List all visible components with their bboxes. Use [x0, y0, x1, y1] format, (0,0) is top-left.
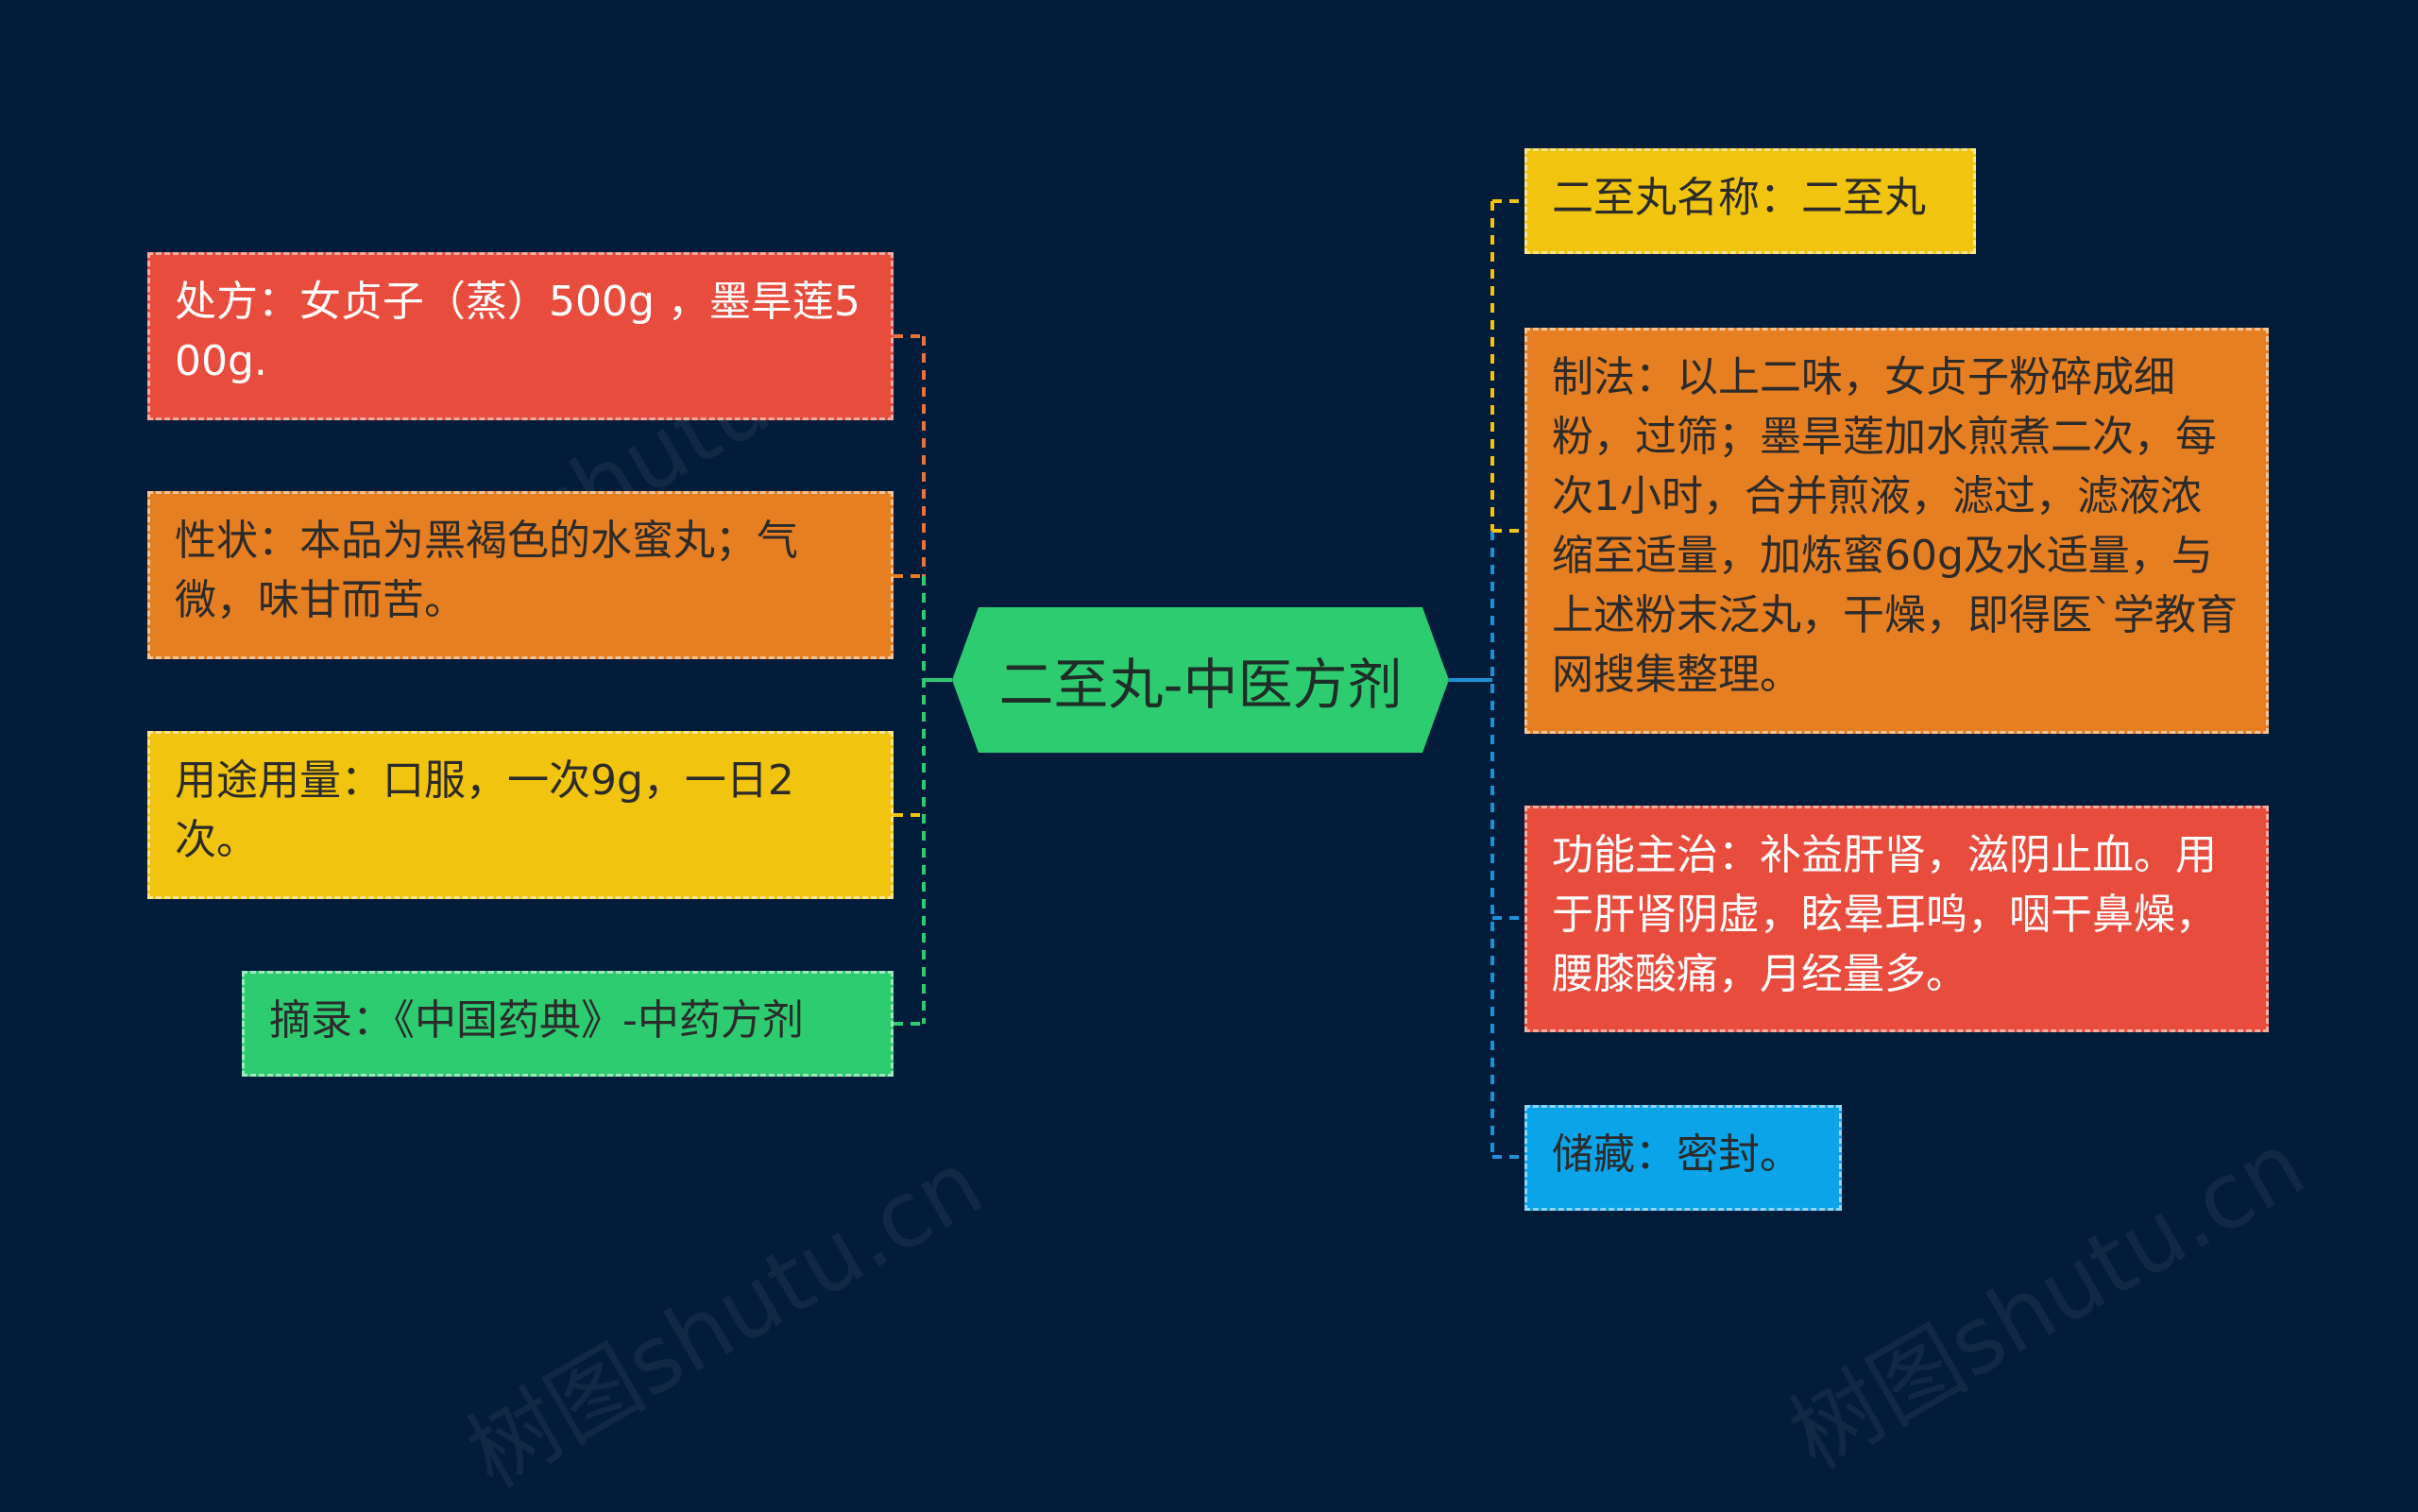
node-preparation[interactable]: 制法：以上二味，女贞子粉碎成细粉，过筛；墨旱莲加水煎煮二次，每次1小时，合并煎液… [1524, 328, 2269, 734]
root-hexagon-shape [952, 607, 1449, 753]
node-excerpt[interactable]: 摘录：《中国药典》-中药方剂 [242, 971, 894, 1077]
node-character[interactable]: 性状：本品为黑褐色的水蜜丸；气微，味甘而苦。 [147, 491, 894, 659]
node-storage[interactable]: 储藏：密封。 [1524, 1105, 1842, 1211]
watermark: 树图shutu.cn [450, 1130, 999, 1508]
node-storage-text: 储藏：密封。 [1552, 1130, 1801, 1179]
node-name[interactable]: 二至丸名称：二至丸 [1524, 148, 1976, 254]
watermark: 树图shutu.cn [1772, 1111, 2322, 1489]
node-usage[interactable]: 用途用量：口服，一次9g，一日2次。 [147, 731, 894, 899]
node-name-text: 二至丸名称：二至丸 [1552, 174, 1926, 222]
node-preparation-text: 制法：以上二味，女贞子粉碎成细粉，过筛；墨旱莲加水煎煮二次，每次1小时，合并煎液… [1552, 353, 2238, 699]
node-character-text: 性状：本品为黑褐色的水蜜丸；气微，味甘而苦。 [175, 517, 798, 624]
node-excerpt-text: 摘录：《中国药典》-中药方剂 [269, 996, 804, 1045]
root-node[interactable]: 二至丸-中医方剂 [952, 607, 1449, 753]
root-label: 二至丸-中医方剂 [998, 653, 1403, 717]
node-function[interactable]: 功能主治：补益肝肾，滋阴止血。用于肝肾阴虚，眩晕耳鸣，咽干鼻燥，腰膝酸痛，月经量… [1524, 806, 2269, 1032]
node-prescription-text: 处方：女贞子（蒸）500g ，墨旱莲500g. [175, 278, 860, 385]
node-prescription[interactable]: 处方：女贞子（蒸）500g ，墨旱莲500g. [147, 252, 894, 420]
node-usage-text: 用途用量：口服，一次9g，一日2次。 [175, 756, 794, 864]
node-function-text: 功能主治：补益肝肾，滋阴止血。用于肝肾阴虚，眩晕耳鸣，咽干鼻燥，腰膝酸痛，月经量… [1552, 831, 2217, 998]
mind-map-canvas: 树图shutu.cn 树图shutu.cn 树图shutu.cn 树图shutu… [147, 148, 2322, 1508]
